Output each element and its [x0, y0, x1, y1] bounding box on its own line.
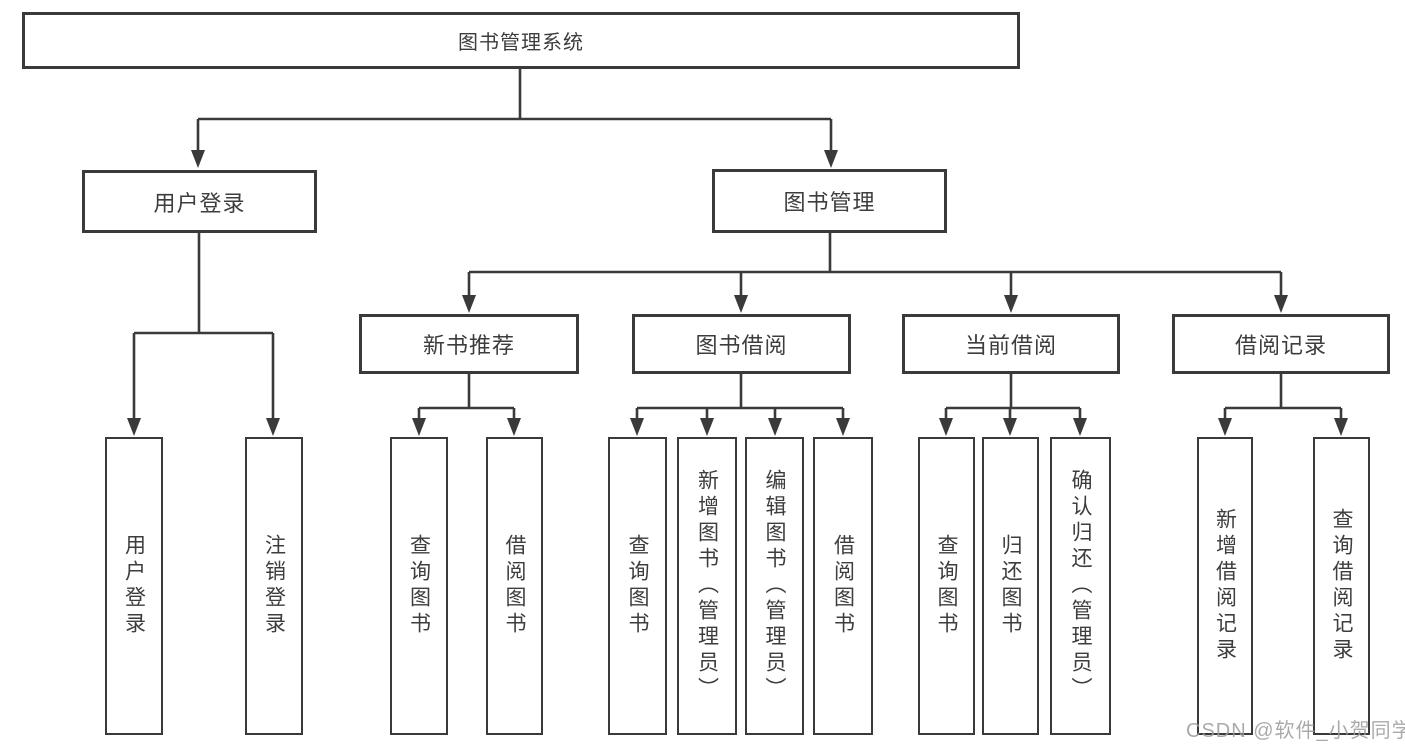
node-borrow-records: 借阅记录: [1172, 314, 1390, 374]
node-book-borrow: 图书借阅: [632, 314, 851, 374]
leaf-label: 编辑图书（管理员）: [763, 469, 786, 703]
leaf-label: 查询图书: [407, 534, 431, 638]
leaf-query-books-current: 查询图书: [918, 437, 975, 735]
leaf-query-books-recommend: 查询图书: [390, 437, 448, 735]
csdn-watermark: CSDN @软件_小贺同学: [1186, 720, 1405, 742]
node-current-borrow: 当前借阅: [902, 314, 1120, 374]
node-library-management-system: 图书管理系统: [22, 12, 1020, 69]
leaf-borrow-books: 借阅图书: [813, 437, 873, 735]
leaf-label: 借阅图书: [831, 534, 855, 638]
leaf-add-books-admin: 新增图书（管理员）: [677, 437, 737, 735]
leaf-edit-books-admin: 编辑图书（管理员）: [745, 437, 804, 735]
leaf-query-borrow-record: 查询借阅记录: [1313, 437, 1370, 735]
node-user-login: 用户登录: [82, 170, 317, 233]
leaf-user-login: 用户登录: [105, 437, 163, 735]
leaf-label: 查询图书: [626, 534, 649, 638]
leaf-confirm-return-admin: 确认归还（管理员）: [1050, 437, 1111, 735]
node-new-book-recommend: 新书推荐: [359, 314, 579, 374]
leaf-label: 归还图书: [999, 534, 1022, 638]
leaf-add-borrow-record: 新增借阅记录: [1197, 437, 1253, 735]
leaf-label: 新增图书（管理员）: [695, 469, 719, 703]
leaf-borrow-books-recommend: 借阅图书: [486, 437, 543, 735]
leaf-logout: 注销登录: [245, 437, 303, 735]
leaf-label: 查询图书: [935, 534, 958, 638]
arrowheads: [127, 150, 1348, 436]
leaf-label: 借阅图书: [503, 534, 526, 638]
leaf-label: 新增借阅记录: [1213, 508, 1237, 664]
leaf-label: 查询借阅记录: [1330, 508, 1353, 664]
leaf-query-books-borrow: 查询图书: [608, 437, 667, 735]
node-book-management: 图书管理: [712, 169, 947, 233]
leaf-label: 注销登录: [262, 534, 286, 638]
leaf-label: 用户登录: [122, 534, 146, 638]
leaf-return-books: 归还图书: [982, 437, 1039, 735]
leaf-label: 确认归还（管理员）: [1069, 469, 1092, 703]
